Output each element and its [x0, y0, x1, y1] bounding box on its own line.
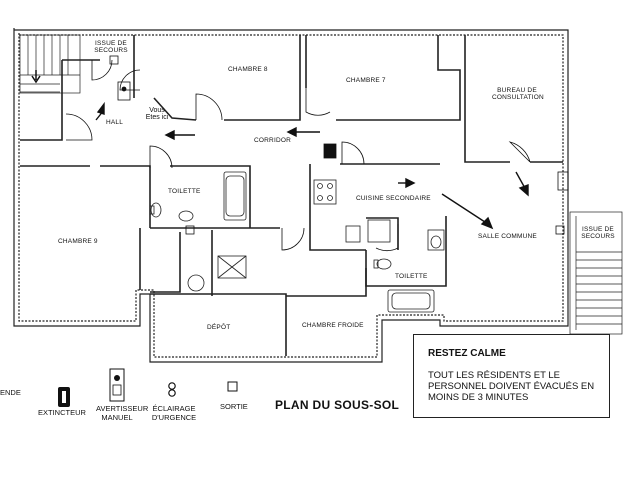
room-label-depot: DÉPÔT: [207, 324, 231, 331]
room-label-cuisine: CUISINE SECONDAIRE: [356, 195, 431, 202]
legend-extincteur: EXTINCTEUR: [38, 408, 86, 417]
emergency-symbols: [109, 55, 569, 235]
room-label-chambre-8: CHAMBRE 8: [228, 66, 268, 73]
room-label-issue-right: ISSUE DE SECOURS: [581, 226, 615, 241]
fixtures: [149, 171, 445, 313]
room-label-corridor: CORRIDOR: [254, 137, 291, 144]
plan-title: PLAN DU SOUS-SOL: [275, 398, 400, 412]
room-label-chambre-7: CHAMBRE 7: [346, 77, 386, 84]
stairs-exit-arrow: [31, 70, 41, 84]
legend-title-fragment: ENDE: [0, 388, 21, 397]
room-label-bureau: BUREAU DE CONSULTATION: [492, 87, 544, 102]
you-are-here-label: Vous Etes ici: [145, 107, 169, 122]
legend-avertisseur: AVERTISSEUR MANUEL: [96, 404, 149, 422]
room-label-issue-left: ISSUE DE SECOURS: [94, 40, 128, 55]
right-stairs: [569, 211, 623, 335]
room-label-hall: HALL: [106, 119, 124, 126]
room-label-toilette-1: TOILETTE: [168, 188, 201, 195]
room-label-salle-commune: SALLE COMMUNE: [478, 233, 537, 240]
doors: [65, 59, 531, 252]
legend-eclairage: ÉCLAIRAGE D'URGENCE: [151, 404, 197, 422]
interior-walls: [20, 35, 563, 356]
legend-icons: [58, 368, 238, 407]
legend-sortie: SORTIE: [220, 402, 248, 411]
outer-walls: [13, 28, 569, 363]
notice-stay-calm: RESTEZ CALME: [428, 348, 506, 359]
room-label-chambre-9: CHAMBRE 9: [58, 238, 98, 245]
evacuation-notice: RESTEZ CALME TOUT LES RÉSIDENTS ET LE PE…: [413, 334, 610, 418]
left-stairs: [19, 34, 81, 94]
room-label-chambre-froide: CHAMBRE FROIDE: [302, 322, 364, 329]
evacuation-arrows: [95, 101, 529, 230]
notice-evacuation-time: TOUT LES RÉSIDENTS ET LE PERSONNEL DOIVE…: [428, 370, 595, 403]
room-label-toilette-2: TOILETTE: [395, 273, 428, 280]
